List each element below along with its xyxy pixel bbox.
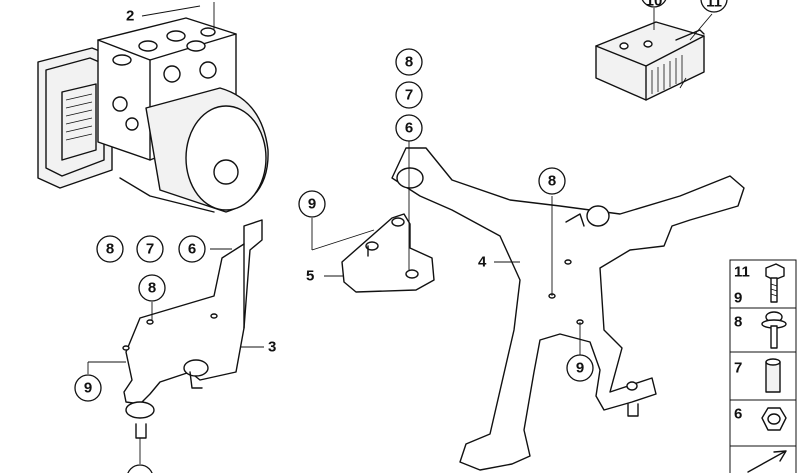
legend-label-9: 9 bbox=[734, 290, 742, 307]
legend-cell-bolt[interactable] bbox=[729, 307, 797, 353]
label-part-3: 3 bbox=[268, 339, 276, 356]
legend-label-7: 7 bbox=[734, 360, 742, 377]
fastener-legend: 11 9 8 7 6 bbox=[729, 259, 797, 473]
callout-8-left-row[interactable]: 8 bbox=[96, 235, 124, 263]
bracket-left[interactable] bbox=[122, 219, 263, 439]
callout-6-left-row[interactable]: 6 bbox=[178, 235, 206, 263]
callout-11-screw[interactable]: 11 bbox=[700, 0, 728, 13]
callout-8-left-bracket[interactable]: 8 bbox=[138, 274, 166, 302]
callout-10-sensor[interactable]: 10 bbox=[641, 0, 667, 10]
screw-icon bbox=[765, 263, 785, 303]
bracket-main[interactable] bbox=[391, 147, 745, 471]
sleeve-icon bbox=[765, 358, 781, 393]
callout-7-top[interactable]: 7 bbox=[395, 81, 423, 109]
callout-9-main-bracket[interactable]: 9 bbox=[566, 354, 594, 382]
callout-6-left-row-text: 6 bbox=[188, 241, 196, 258]
yaw-rate-sensor[interactable] bbox=[595, 21, 705, 101]
callout-9-main-text: 9 bbox=[576, 360, 584, 377]
leader-lines bbox=[87, 2, 713, 464]
callout-offpage-bottom bbox=[127, 464, 153, 473]
legend-cell-arrow bbox=[729, 445, 797, 473]
callout-8-main-bracket[interactable]: 8 bbox=[538, 167, 566, 195]
legend-label-6: 6 bbox=[734, 406, 742, 423]
arrow-icon bbox=[747, 450, 787, 473]
legend-label-8: 8 bbox=[734, 314, 742, 331]
legend-cell-sleeve[interactable] bbox=[729, 351, 797, 401]
legend-cell-nut[interactable] bbox=[729, 399, 797, 447]
callout-7-left-row[interactable]: 7 bbox=[136, 235, 164, 263]
label-part-5: 5 bbox=[306, 268, 314, 285]
abs-hydraulic-unit[interactable] bbox=[37, 17, 269, 213]
callout-9-left-bracket[interactable]: 9 bbox=[74, 374, 102, 402]
legend-label-11: 11 bbox=[734, 264, 750, 281]
callout-7-top-text: 7 bbox=[405, 87, 413, 104]
label-part-2: 2 bbox=[126, 8, 134, 25]
callout-8-main-text: 8 bbox=[548, 173, 556, 190]
callout-6-top[interactable]: 6 bbox=[395, 114, 423, 142]
callout-8-top[interactable]: 8 bbox=[395, 48, 423, 76]
legend-cell-screw[interactable] bbox=[729, 259, 797, 309]
callout-7-left-row-text: 7 bbox=[146, 241, 154, 258]
bracket-small[interactable] bbox=[341, 213, 435, 293]
label-part-4: 4 bbox=[478, 254, 487, 271]
callout-11-text: 11 bbox=[706, 0, 722, 11]
callout-9-left-text: 9 bbox=[84, 380, 92, 397]
callout-6-top-text: 6 bbox=[405, 120, 413, 137]
callout-8-left-text: 8 bbox=[148, 280, 156, 297]
nut-icon bbox=[761, 407, 787, 431]
callout-8-top-text: 8 bbox=[405, 54, 413, 71]
callout-10-text: 10 bbox=[646, 0, 663, 10]
callout-9-small-bracket[interactable]: 9 bbox=[298, 190, 326, 218]
callout-8-left-row-text: 8 bbox=[106, 241, 114, 258]
bolt-icon bbox=[761, 311, 787, 349]
callout-9-small-text: 9 bbox=[308, 196, 316, 213]
